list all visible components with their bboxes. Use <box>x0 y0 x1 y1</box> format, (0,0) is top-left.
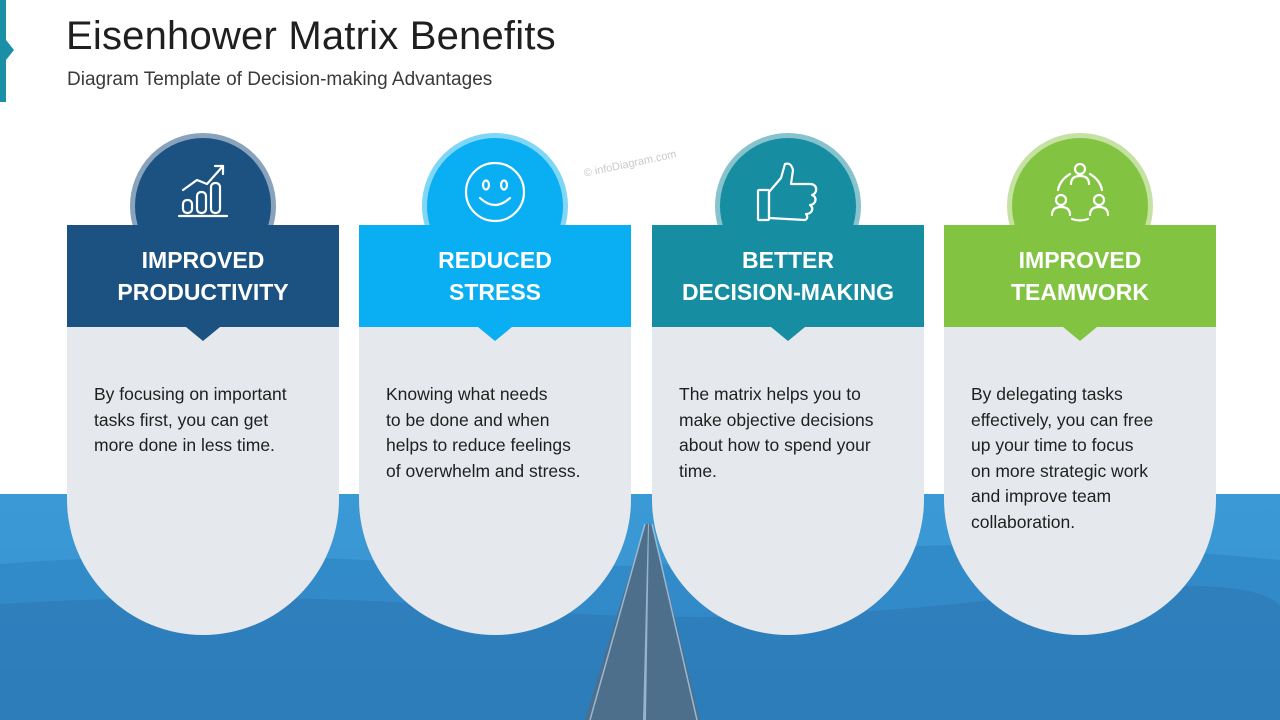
card-text-line: effectively, you can free <box>971 409 1154 430</box>
card-description: The matrix helps you to make objective d… <box>679 382 904 484</box>
card-body <box>652 327 924 635</box>
bar-chart-growth-icon <box>177 164 229 218</box>
benefit-card-stress: REDUCED STRESS Knowing what needs to be … <box>359 133 631 635</box>
thumbs-up-icon <box>756 162 818 222</box>
card-header-line: STRESS <box>448 279 542 305</box>
watermark-text: © infoDiagram.com <box>582 148 678 180</box>
benefit-card-decision-making: BETTER DECISION-MAKING The matrix helps … <box>652 133 924 635</box>
card-header-line: REDUCED <box>438 247 552 273</box>
card-text-line: collaboration. <box>971 511 1076 532</box>
card-header: IMPROVED PRODUCTIVITY <box>67 225 339 341</box>
card-header-line: IMPROVED <box>1018 247 1142 273</box>
slide-subtitle: Diagram Template of Decision-making Adva… <box>67 69 493 90</box>
card-description: Knowing what needs to be done and when h… <box>386 382 611 484</box>
card-body <box>944 327 1216 635</box>
card-description: By delegating tasks effectively, you can… <box>971 382 1196 535</box>
card-body <box>67 327 339 635</box>
card-text-line: The matrix helps you to <box>679 384 861 404</box>
card-description: By focusing on important tasks first, yo… <box>94 382 319 459</box>
card-body <box>359 327 631 635</box>
card-text-line: time. <box>679 460 717 481</box>
card-text-line: By focusing on important <box>94 384 287 404</box>
card-text-line: of overwhelm and stress. <box>386 460 581 481</box>
card-header: REDUCED STRESS <box>359 225 631 341</box>
card-text-line: tasks first, you can get <box>94 409 269 430</box>
card-text-line: to be done and when <box>386 409 550 430</box>
card-text-line: and improve team <box>971 486 1112 506</box>
team-network-icon <box>1050 162 1110 222</box>
card-text-line: about how to spend your <box>679 435 871 455</box>
card-header-line: TEAMWORK <box>1011 279 1149 305</box>
card-text-line: Knowing what needs <box>386 384 548 404</box>
slide-edge-marker <box>0 0 14 102</box>
card-header-line: BETTER <box>742 247 834 273</box>
card-text-line: make objective decisions <box>679 409 874 430</box>
card-header-line: DECISION-MAKING <box>681 279 895 305</box>
card-text-line: more done in less time. <box>94 435 275 455</box>
card-header-line: PRODUCTIVITY <box>117 279 289 305</box>
card-text-line: on more strategic work <box>971 460 1149 481</box>
card-text-line: helps to reduce feelings <box>386 435 571 455</box>
benefit-card-teamwork: IMPROVED TEAMWORK By delegating tasks ef… <box>944 133 1216 635</box>
card-text-line: up your time to focus <box>971 435 1134 455</box>
benefit-card-productivity: IMPROVED PRODUCTIVITY By focusing on imp… <box>67 133 339 635</box>
smiley-face-icon <box>464 161 526 223</box>
card-header: IMPROVED TEAMWORK <box>944 225 1216 341</box>
card-header: BETTER DECISION-MAKING <box>652 225 924 341</box>
slide-title: Eisenhower Matrix Benefits <box>66 14 556 58</box>
card-text-line: By delegating tasks <box>971 384 1123 404</box>
card-header-line: IMPROVED <box>141 247 265 273</box>
